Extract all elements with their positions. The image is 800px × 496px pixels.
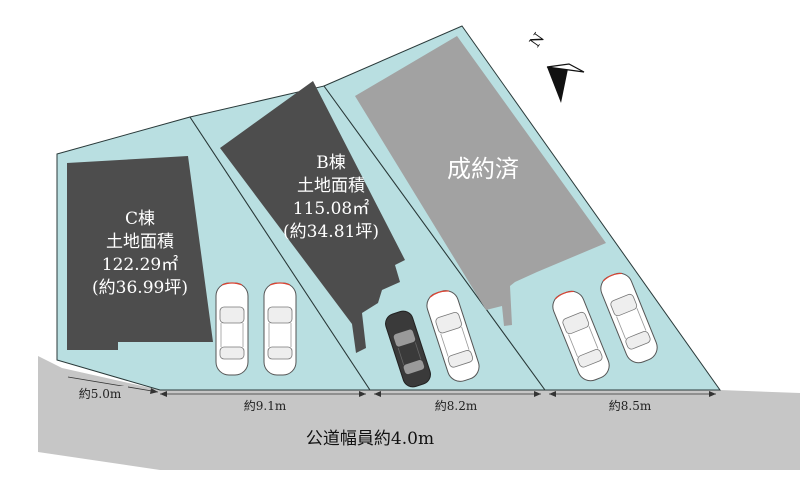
public-road: [38, 356, 800, 470]
dim-c-front-bg: [236, 398, 294, 413]
building-c: [67, 156, 213, 350]
building-a-sold: [355, 36, 606, 326]
lot-c-name: C棟: [125, 209, 155, 229]
lot-c-area-m2: 122.29㎡: [102, 255, 178, 275]
lot-b-area-tsubo: (約34.81坪): [283, 222, 379, 242]
dim-b-front-bg: [427, 398, 485, 413]
lot-b-area-label: 土地面積: [297, 176, 365, 196]
lot-b-name: B棟: [316, 153, 346, 173]
dim-c-front: 約9.1m: [244, 398, 287, 413]
north-arrow-icon: N: [526, 30, 585, 103]
car-c-right: [263, 282, 297, 376]
road-label: 公道幅員約4.0m: [306, 429, 434, 449]
lot-b-area-m2: 115.08㎡: [293, 199, 369, 219]
dim-a-front: 約8.5m: [609, 398, 652, 413]
dim-c-side: 約5.0m: [79, 386, 122, 401]
dim-a-front-bg: [601, 398, 659, 413]
dimension-lines: [67, 376, 716, 397]
dim-b-front: 約8.2m: [435, 398, 478, 413]
car-c-left: [215, 282, 249, 376]
lot-c-area-label: 土地面積: [106, 232, 174, 252]
lot-c-area-tsubo: (約36.99坪): [92, 278, 188, 298]
building-b: [220, 81, 405, 353]
north-label: N: [526, 30, 548, 51]
dim-c-side-bg: [72, 386, 128, 401]
lot-a-status: 成約済: [447, 155, 519, 183]
